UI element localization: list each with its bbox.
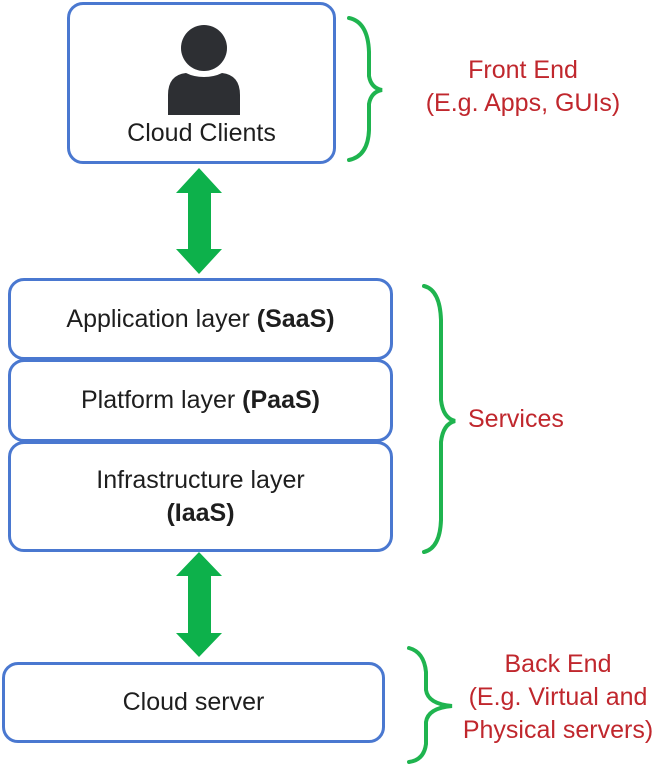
person-icon [168,25,240,115]
front-end-annotation: Front End (E.g. Apps, GUIs) [388,54,658,120]
back-end-examples-line2: Physical servers) [462,716,654,744]
infrastructure-layer-tag: (IaaS) [166,498,235,527]
services-brace [422,284,456,554]
services-title: Services [468,405,564,433]
back-end-annotation: Back End (E.g. Virtual and Physical serv… [452,648,664,747]
back-end-brace [407,646,453,764]
back-end-title: Back End [504,650,612,678]
cloud-server-label: Cloud server [122,688,265,717]
cloud-clients-label: Cloud Clients [127,118,276,147]
infrastructure-layer-box: Infrastructure layer (IaaS) [8,441,393,552]
cloud-server-box: Cloud server [2,662,385,743]
infrastructure-layer-name: Infrastructure layer [96,466,305,494]
front-end-title: Front End [468,56,578,84]
bidirectional-arrow-services-server [176,552,222,657]
cloud-clients-box: Cloud Clients [67,2,336,164]
application-layer-label: Application layer (SaaS) [66,304,335,333]
front-end-brace [347,16,383,162]
bidirectional-arrow-clients-services [176,168,222,274]
services-annotation: Services [468,403,564,436]
platform-layer-box: Platform layer (PaaS) [8,359,393,442]
platform-layer-label: Platform layer (PaaS) [81,386,320,415]
back-end-examples-line1: (E.g. Virtual and [468,683,648,711]
front-end-examples: (E.g. Apps, GUIs) [425,89,621,117]
application-layer-box: Application layer (SaaS) [8,278,393,360]
